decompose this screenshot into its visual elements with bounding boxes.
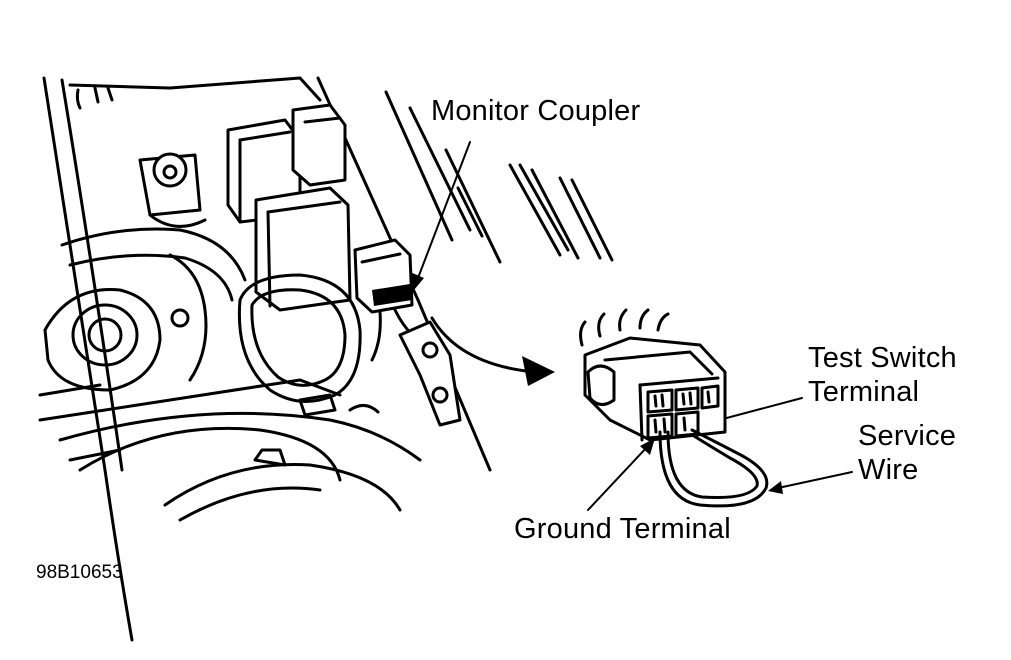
test-switch-label-line2: Terminal bbox=[808, 376, 920, 408]
engine-bay-drawing bbox=[38, 76, 614, 642]
ground-terminal-label: Ground Terminal bbox=[514, 513, 731, 545]
test-switch-label-line1: Test Switch bbox=[808, 342, 957, 374]
leader-lines bbox=[410, 141, 853, 511]
service-wire-label-line1: Service bbox=[858, 420, 957, 452]
figure-code: 98B10653 bbox=[36, 562, 123, 583]
service-wire-label-line2: Wire bbox=[858, 454, 919, 486]
enlarged-connector bbox=[579, 308, 769, 508]
monitor-coupler-label: Monitor Coupler bbox=[431, 95, 641, 127]
